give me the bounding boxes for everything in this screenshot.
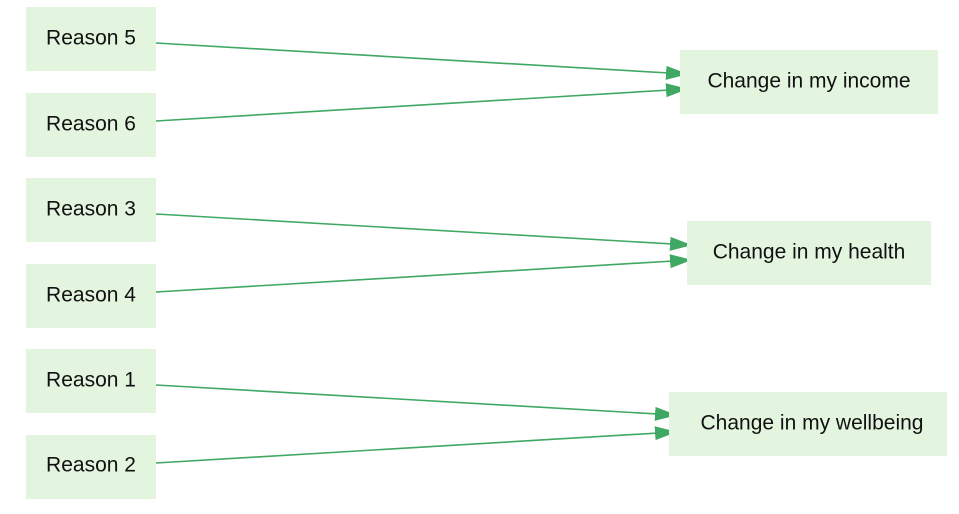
node-label: Change in my wellbeing	[701, 412, 924, 435]
node-box	[687, 221, 931, 285]
node-reason-2[interactable]: Reason 2	[26, 435, 156, 499]
node-label: Reason 6	[46, 113, 136, 136]
node-box	[26, 349, 156, 413]
node-reason-1[interactable]: Reason 1	[26, 349, 156, 413]
edge-r3-to-health	[155, 213, 692, 251]
edge-r5-to-income	[155, 42, 688, 80]
node-label: Reason 1	[46, 369, 136, 392]
node-label: Change in my income	[707, 70, 910, 93]
node-change-wellbeing[interactable]: Change in my wellbeing	[669, 392, 947, 456]
node-box	[26, 178, 156, 242]
node-label: Reason 5	[46, 27, 136, 50]
node-box	[26, 7, 156, 71]
edge-r6-to-income	[155, 83, 688, 122]
node-box	[26, 435, 156, 499]
node-reason-5[interactable]: Reason 5	[26, 7, 156, 71]
node-label: Reason 2	[46, 454, 136, 477]
node-label: Change in my health	[713, 241, 906, 264]
node-reason-6[interactable]: Reason 6	[26, 93, 156, 157]
node-box	[680, 50, 938, 114]
node-box	[669, 392, 947, 456]
node-box	[26, 264, 156, 328]
node-reason-4[interactable]: Reason 4	[26, 264, 156, 328]
node-reason-3[interactable]: Reason 3	[26, 178, 156, 242]
node-box	[26, 93, 156, 157]
node-label: Reason 3	[46, 198, 136, 221]
edge-r4-to-health	[155, 254, 692, 293]
edge-r1-to-wellbeing	[155, 384, 677, 421]
edge-r2-to-wellbeing	[155, 426, 677, 464]
edges-layer	[155, 42, 692, 464]
node-change-health[interactable]: Change in my health	[687, 221, 931, 285]
node-change-income[interactable]: Change in my income	[680, 50, 938, 114]
node-label: Reason 4	[46, 284, 136, 307]
